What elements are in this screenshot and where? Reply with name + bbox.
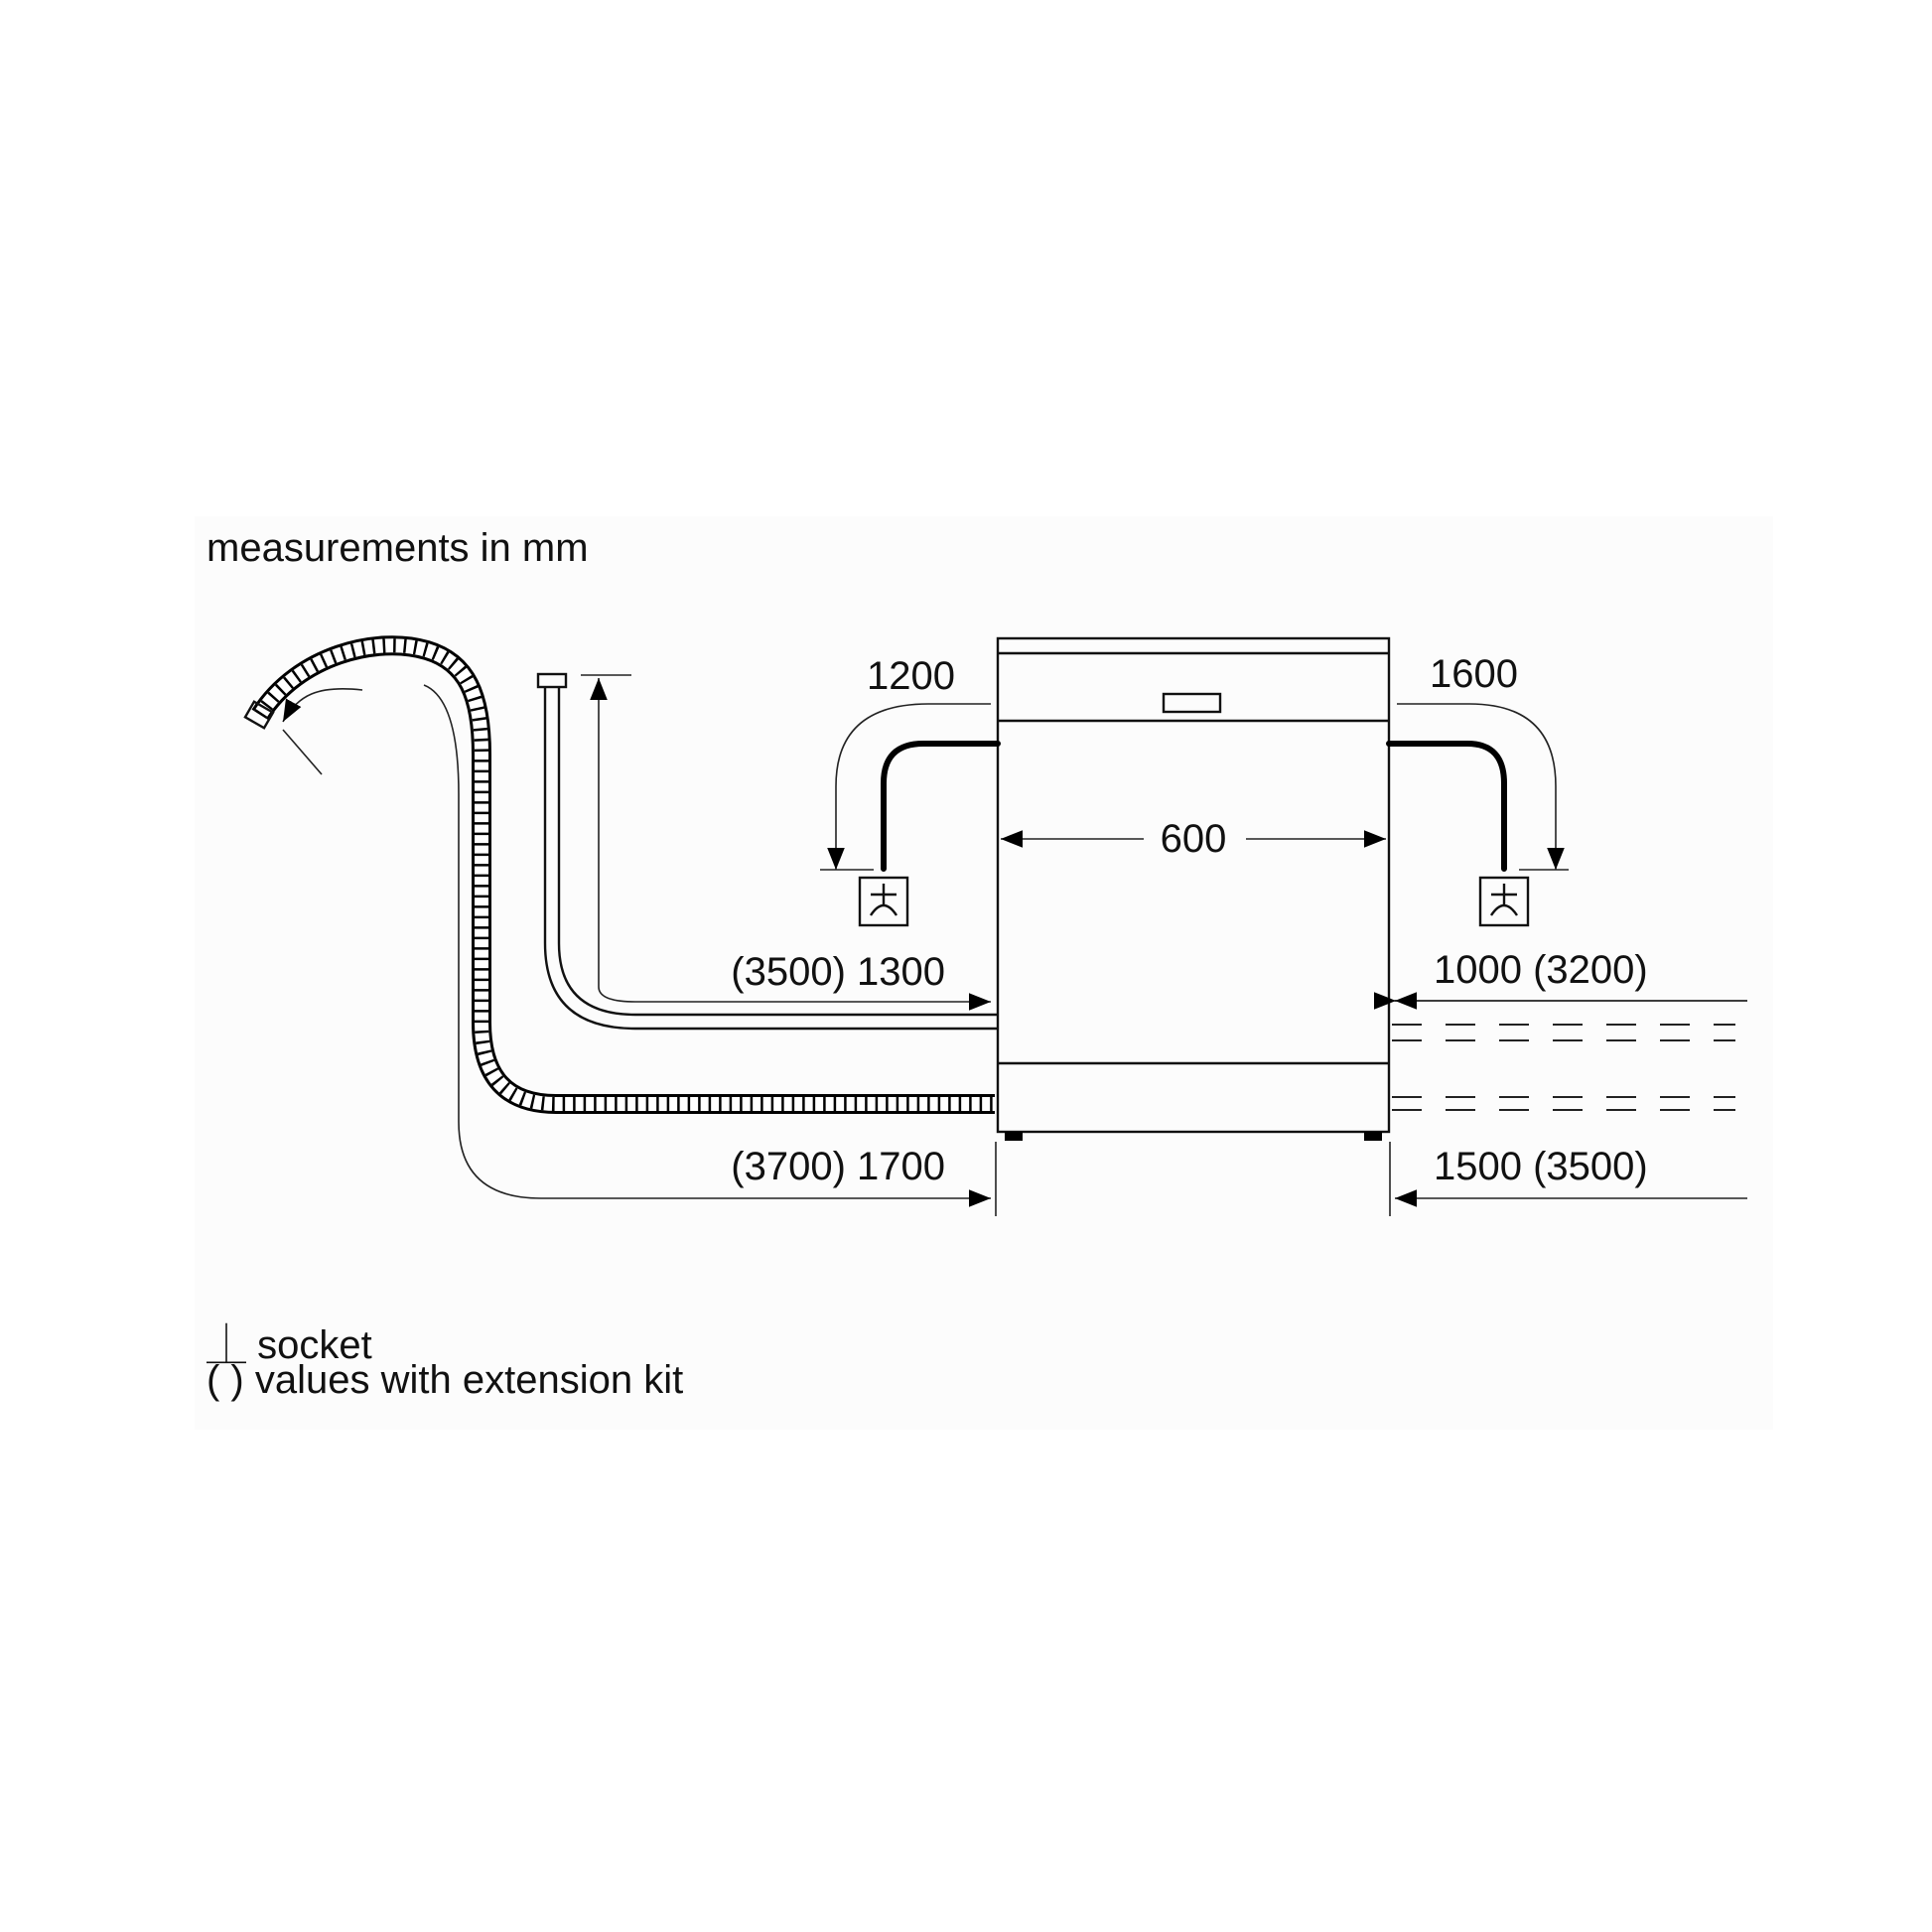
power-left-label: 1200 bbox=[867, 654, 955, 698]
width-label: 600 bbox=[1161, 817, 1227, 861]
inlet-right-label: 1000 (3200) bbox=[1434, 948, 1648, 992]
measurements-caption: measurements in mm bbox=[207, 526, 589, 570]
legend-socket-label: socket bbox=[257, 1323, 372, 1367]
socket-right-icon bbox=[1478, 876, 1530, 927]
socket-left-icon bbox=[858, 876, 909, 927]
drain-hose bbox=[243, 635, 995, 1207]
inlet-hose bbox=[536, 672, 998, 1031]
legend-extension-label: values with extension kit bbox=[254, 1358, 684, 1402]
drain-left-label: (3700) 1700 bbox=[731, 1145, 945, 1188]
dishwasher-front-icon bbox=[996, 636, 1391, 1141]
legend-socket: ⏊ socket bbox=[207, 1312, 372, 1370]
socket-symbol-icon: ⏊ bbox=[207, 1323, 246, 1367]
legend-extension: ( ) values with extension kit bbox=[207, 1358, 683, 1403]
power-cable-right bbox=[1386, 703, 1569, 872]
power-right-label: 1600 bbox=[1430, 652, 1518, 696]
inlet-left-label: (3500) 1300 bbox=[731, 950, 945, 994]
extension-symbol: ( ) bbox=[207, 1358, 244, 1402]
drain-right-label: 1500 (3500) bbox=[1434, 1145, 1648, 1188]
right-hose-lines bbox=[1374, 992, 1747, 1207]
power-cable-left bbox=[820, 703, 1001, 872]
